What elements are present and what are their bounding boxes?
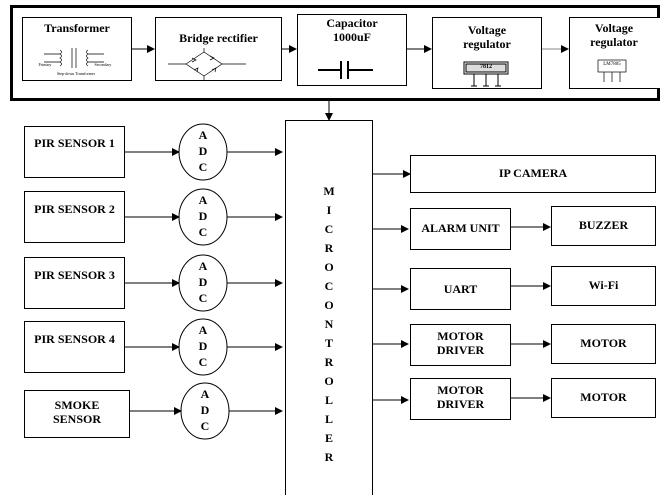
transformer-primary-label: Primary [38,62,52,67]
pir-sensor-2-label: PIR SENSOR 2 [34,202,115,216]
adc-circle-4 [178,318,228,376]
uart-block [410,268,511,310]
ip-camera-block [410,155,656,193]
wifi-block [551,266,656,306]
motor-1-block [551,324,656,364]
wifi-label: Wi-Fi [588,278,619,292]
pir-sensor-1-block [24,126,125,178]
capacitor-block [297,14,407,86]
adc-circle-3 [178,254,228,312]
motor-driver-1-label: MOTOR DRIVER [436,329,485,357]
adc-circle-1 [178,123,228,181]
adc-circle-2 [178,188,228,246]
voltage-regulator-1-chip-text: 7812 [480,64,492,70]
smoke-sensor-block [24,390,130,438]
ip-camera-label: IP CAMERA [498,166,568,180]
buzzer-label: BUZZER [578,218,629,232]
motor-1-label: MOTOR [580,336,627,350]
pir-sensor-4-block [24,321,125,373]
voltage-regulator-2-label: Voltage regulator [590,21,638,49]
bridge-rectifier-label: Bridge rectifier [179,31,258,45]
transformer-secondary-label: Secondary [94,62,112,67]
transformer-block [22,17,132,81]
voltage-regulator-2-block [569,17,660,89]
alarm-unit-label: ALARM UNIT [421,221,500,235]
smoke-sensor-label: SMOKE SENSOR [52,398,102,426]
capacitor-label: Capacitor 1000uF [326,16,378,44]
voltage-regulator-1-label: Voltage regulator [463,23,511,51]
pir-sensor-1-label: PIR SENSOR 1 [34,136,115,150]
pir-sensor-3-label: PIR SENSOR 3 [34,268,115,282]
adc-circle-5 [180,382,230,440]
pir-sensor-2-block [24,191,125,243]
voltage-regulator-1-block [432,17,542,89]
pir-sensor-3-block [24,257,125,309]
pir-sensor-4-label: PIR SENSOR 4 [34,332,115,346]
voltage-regulator-2-chip-text: LM7805 [603,62,621,67]
bridge-rectifier-block [155,17,282,81]
motor-2-block [551,378,656,418]
motor-driver-2-block [410,378,511,420]
buzzer-block [551,206,656,246]
transformer-caption: Step-down Transformer [56,71,96,76]
motor-2-label: MOTOR [580,390,627,404]
transformer-label: Transformer [44,21,110,35]
motor-driver-1-block [410,324,511,366]
uart-label: UART [443,282,478,296]
motor-driver-2-label: MOTOR DRIVER [436,383,485,411]
microcontroller-label: M I C R O C O N T R O L L E R [323,184,335,464]
microcontroller-block [285,120,373,495]
alarm-unit-block [410,208,511,250]
